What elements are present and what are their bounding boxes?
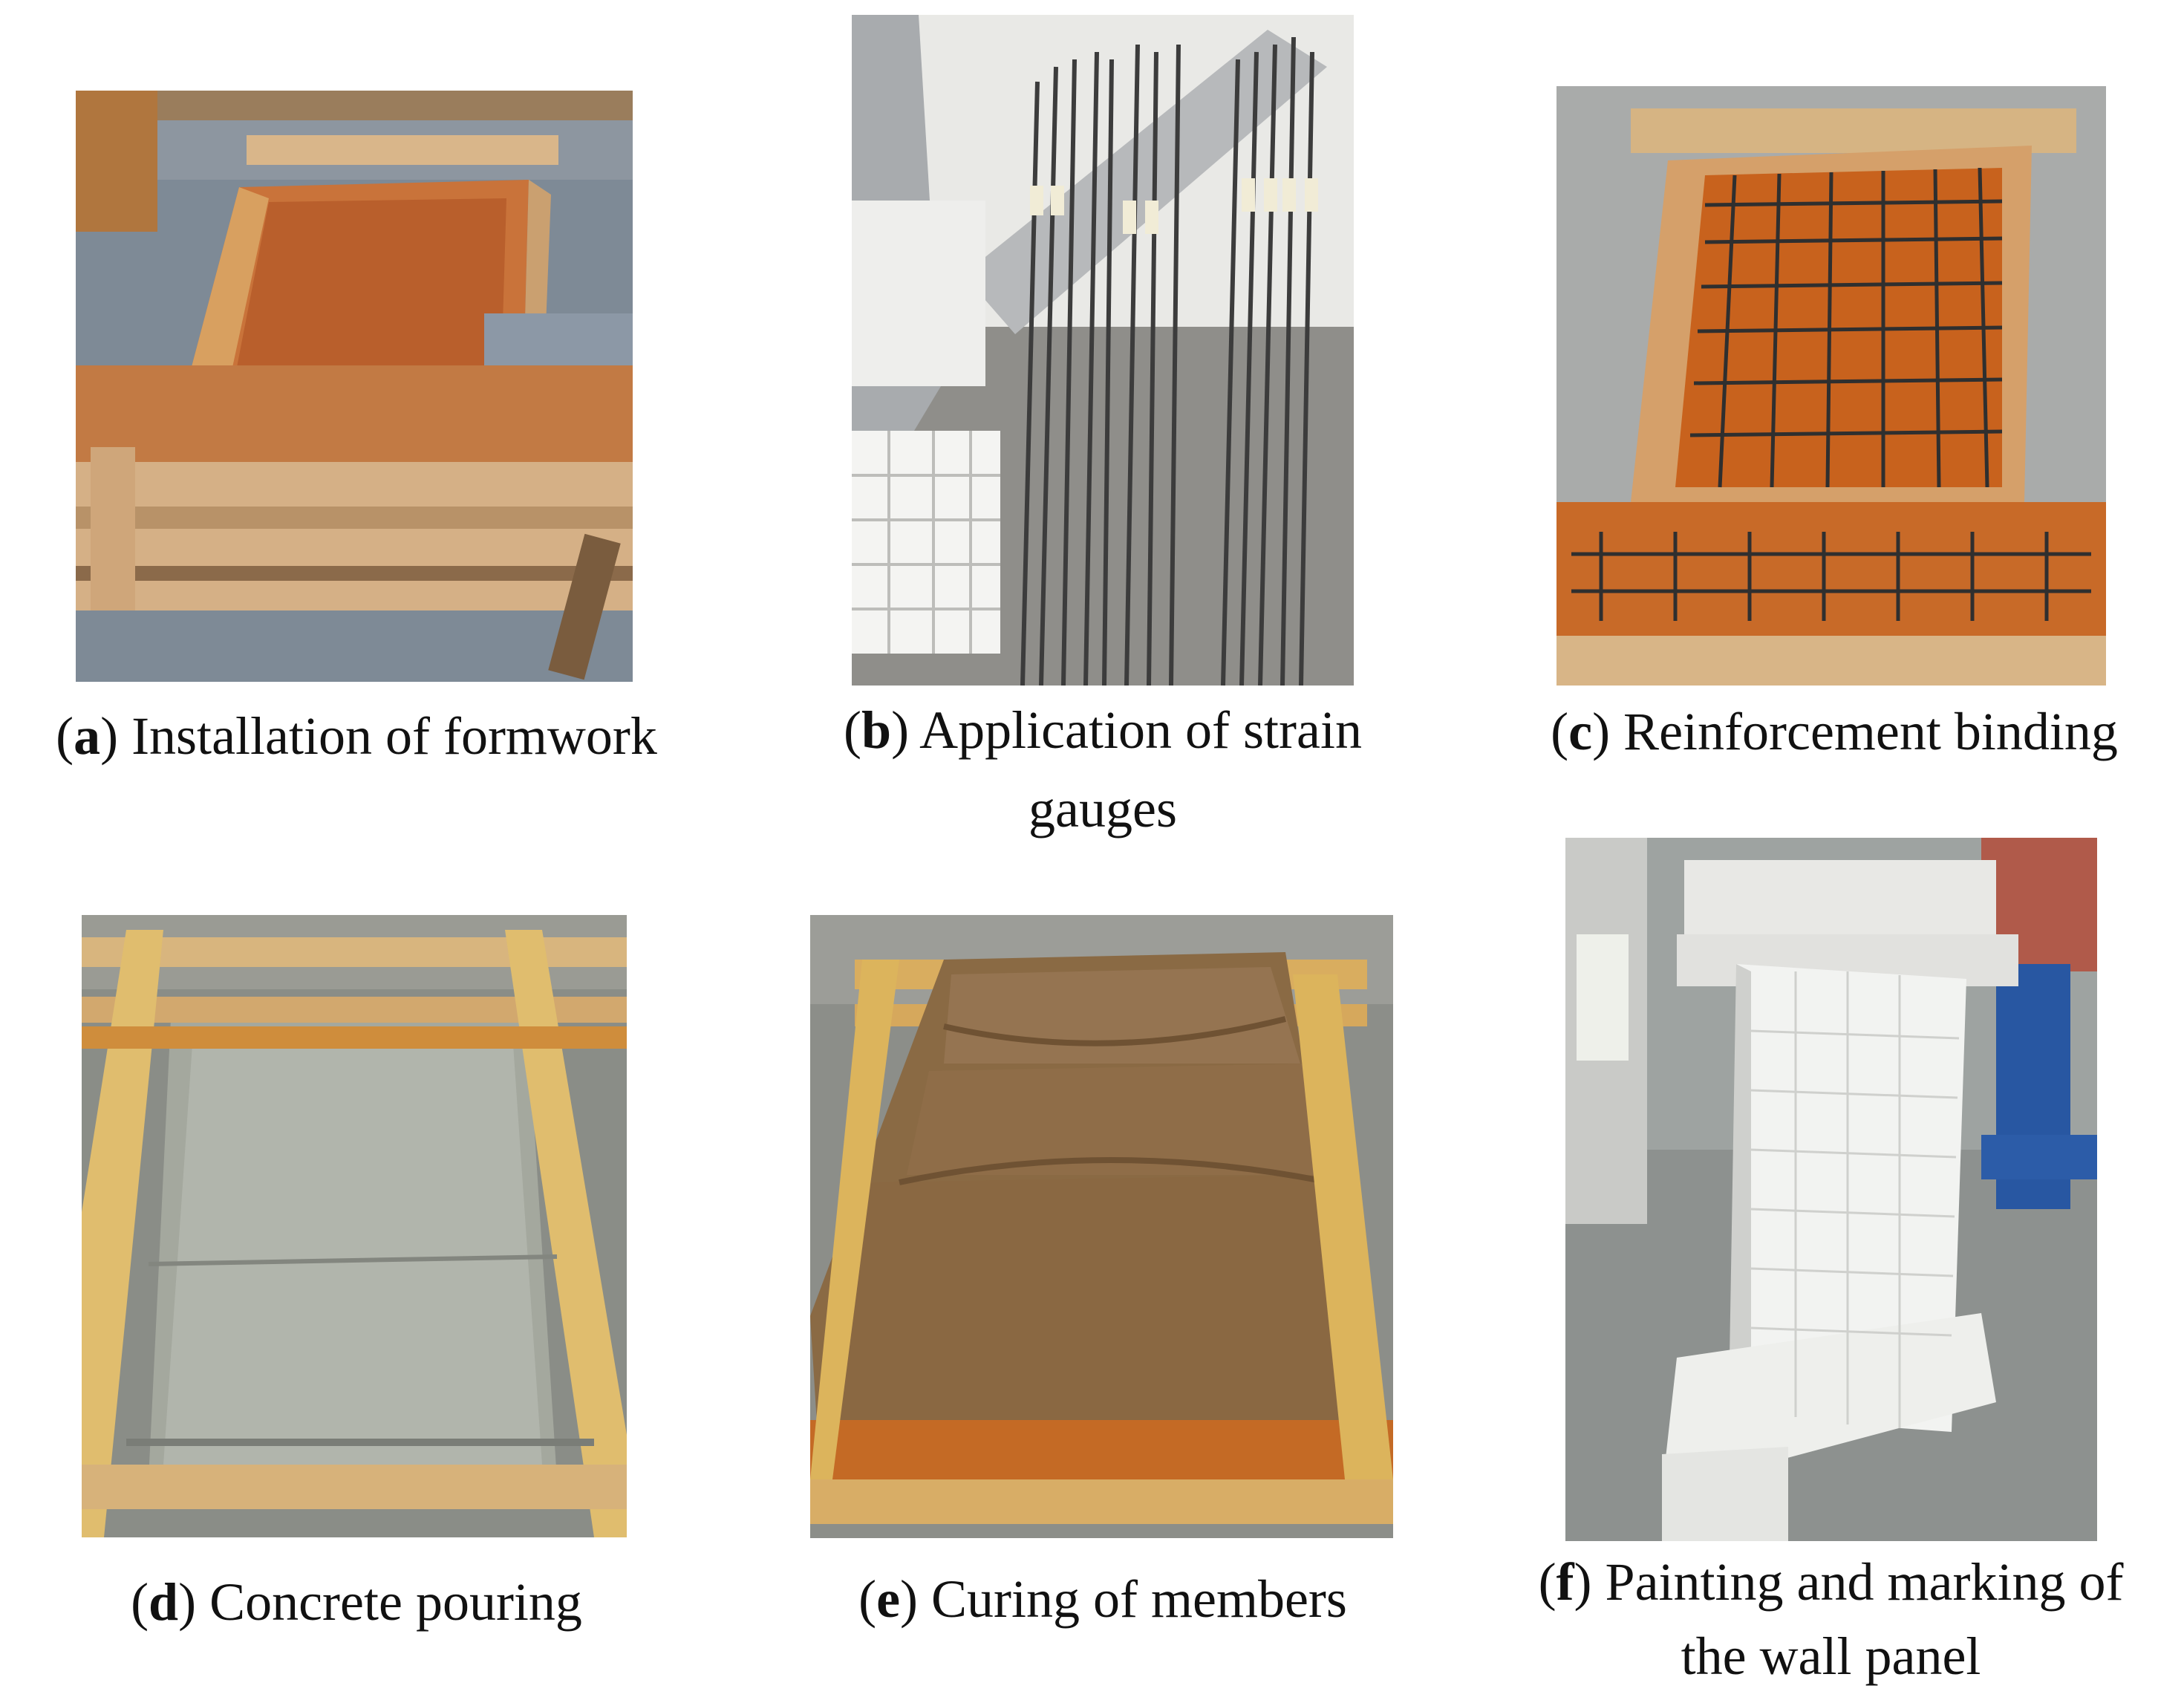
caption-b: (b) Application of strain gauges [844,700,1362,839]
caption-text-b: Application of strain [909,700,1362,760]
panel-letter-c: c [1568,702,1593,761]
caption-a: (a) Installation of formwork [56,706,657,766]
photo-b-strain-gauges [852,15,1354,686]
caption-text-e: Curing of members [918,1569,1347,1629]
panel-letter-e: e [876,1569,901,1629]
photo-a-formwork [76,91,633,682]
caption-d: (d) Concrete pouring [131,1572,582,1632]
panel-letter-f: f [1556,1552,1574,1612]
caption-e: (e) Curing of members [858,1569,1347,1629]
photo-e-curing [810,915,1393,1538]
caption-c: (c) Reinforcement binding [1551,702,2118,761]
caption-text-c: Reinforcement binding [1610,702,2118,761]
panel-letter-b: b [861,700,892,760]
panel-letter-a: a [74,706,101,766]
panel-letter-d: d [149,1572,179,1632]
photo-d-concrete [82,915,627,1537]
photo-c-reinforcement [1556,86,2106,686]
caption-text-f-line2: the wall panel [1681,1627,1981,1686]
caption-f: (f) Painting and marking of the wall pan… [1538,1552,2124,1686]
caption-text-d: Concrete pouring [196,1572,582,1632]
caption-text-f: Painting and marking of [1591,1552,2124,1612]
caption-text-b-line2: gauges [1029,779,1177,839]
caption-text-a: Installation of formwork [118,706,657,766]
photo-f-wall-panel [1565,838,2097,1541]
